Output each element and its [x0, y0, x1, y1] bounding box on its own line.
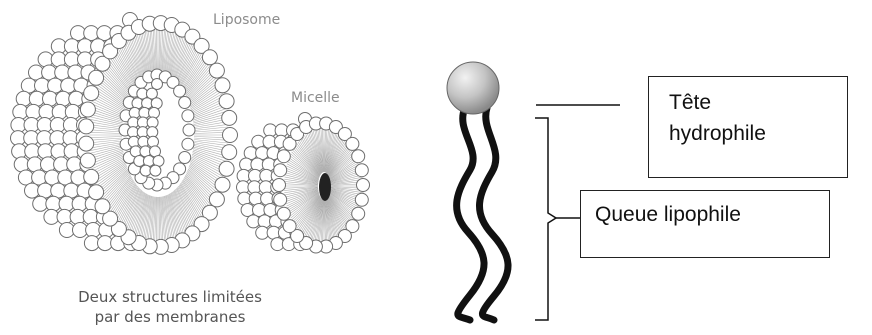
- lipid-head: [202, 50, 217, 65]
- lipid-head: [222, 145, 237, 160]
- lipid-head: [355, 193, 368, 206]
- lipid-head: [209, 192, 224, 207]
- lipid-head: [95, 199, 110, 214]
- lipid-head: [183, 124, 195, 136]
- micelle-core: [319, 173, 331, 201]
- liposome-label: Liposome: [213, 12, 280, 28]
- lipid-head: [283, 220, 296, 233]
- micelle-illustration: [237, 113, 370, 254]
- lipid-head: [179, 97, 191, 109]
- lipid-head: [357, 179, 370, 192]
- lipid-head: [89, 70, 104, 85]
- lipid-head: [223, 128, 238, 143]
- lipid-head: [150, 165, 161, 176]
- tail-right: [479, 108, 508, 320]
- lipid-head: [352, 207, 365, 220]
- lipid-head: [219, 161, 234, 176]
- lipid-head: [277, 207, 290, 220]
- lipid-head: [274, 164, 287, 177]
- lipid-head: [222, 110, 237, 125]
- lipid-head: [148, 136, 159, 147]
- lipid-head: [179, 152, 191, 164]
- lipid-head: [89, 185, 104, 200]
- lipid-head: [174, 85, 186, 97]
- lipid-head: [182, 138, 194, 150]
- lipid-head: [182, 110, 194, 122]
- lipid-head: [352, 150, 365, 163]
- lipid-head: [80, 153, 95, 168]
- lipid-head: [79, 119, 94, 134]
- lipid-head: [79, 136, 94, 151]
- lipid-head: [277, 150, 290, 163]
- liposome-illustration: [11, 13, 238, 255]
- hydrophilic-head-label-box: Tête hydrophile: [648, 76, 848, 178]
- figure-caption: Deux structures limitées par des membran…: [60, 287, 280, 327]
- lipid-head: [84, 169, 99, 184]
- hydrophilic-head: [447, 62, 499, 114]
- lipid-head: [215, 78, 230, 93]
- caption-line-1: Deux structures limitées: [60, 287, 280, 307]
- lipid-head: [80, 102, 95, 117]
- lipid-head: [355, 164, 368, 177]
- caption-line-2: par des membranes: [60, 307, 280, 327]
- lipid-head: [273, 179, 286, 192]
- lipid-head: [274, 193, 287, 206]
- lipophilic-tail-label-box: Queue lipophile: [580, 190, 830, 258]
- micelle-label: Micelle: [291, 90, 340, 106]
- lipid-head: [215, 177, 230, 192]
- head-label-line-2: hydrophile: [669, 118, 847, 149]
- tail-label: Queue lipophile: [595, 203, 741, 226]
- lipid-head: [209, 63, 224, 78]
- lipid-head: [346, 137, 359, 150]
- tail-bracket: [535, 118, 556, 320]
- lipid-head: [219, 94, 234, 109]
- liposome-inner-heads: [119, 69, 195, 191]
- lipid-head: [84, 86, 99, 101]
- head-label-line-1: Tête: [669, 87, 847, 118]
